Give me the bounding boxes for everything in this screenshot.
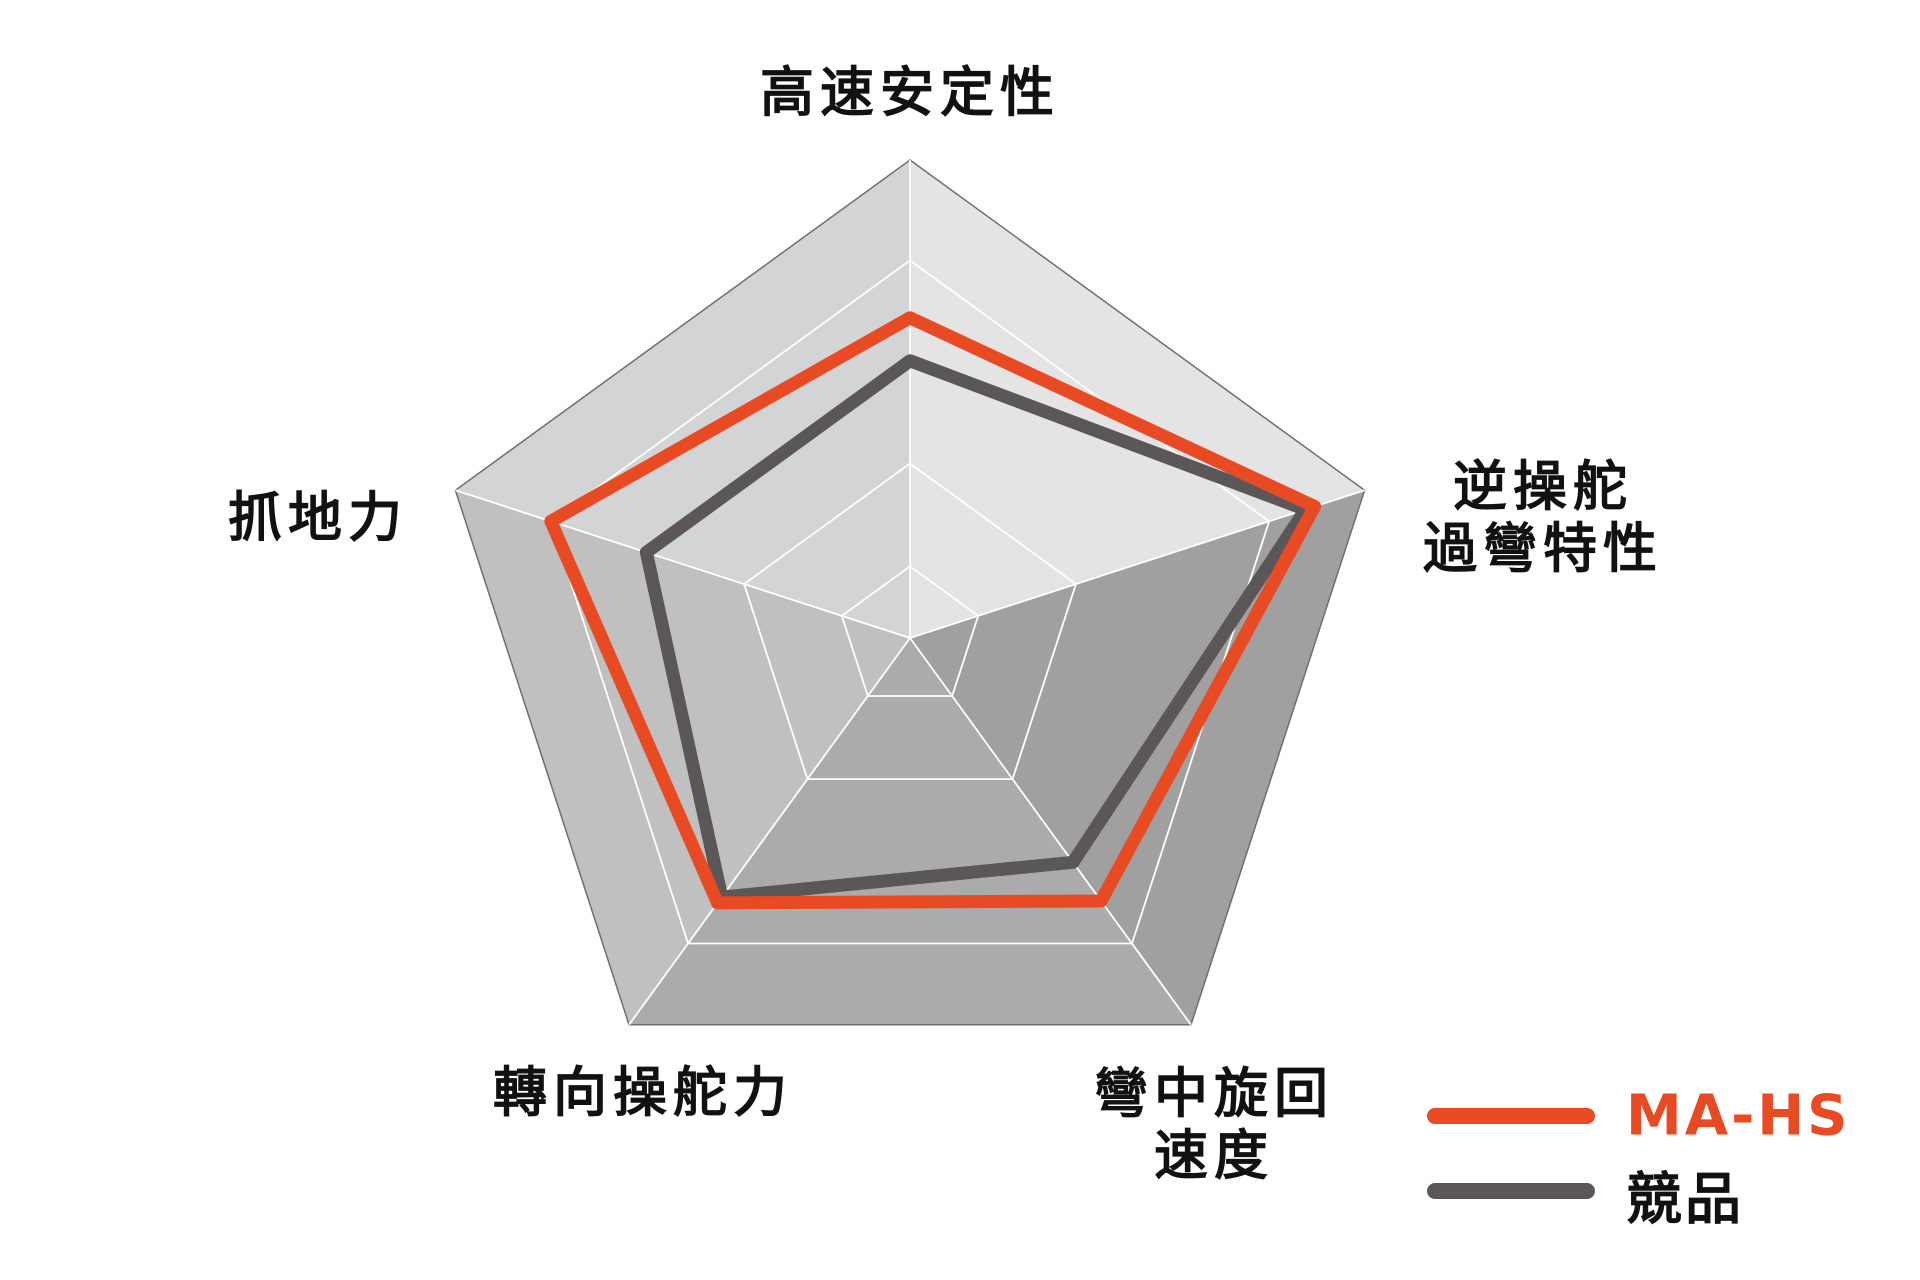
legend-swatch-competitor [1427,1183,1595,1199]
radar-axis-spoke [455,489,911,639]
radar-grid-ring [454,159,1366,1026]
axis-label-line: 高速安定性 [760,61,1060,124]
radar-sector [629,638,1191,1025]
radar-series-competitor [639,354,1313,904]
radar-axis-spoke [909,489,1365,639]
radar-grid-ring [743,462,1077,781]
legend-label-ma-hs: MA-HS [1626,1083,1851,1149]
axis-label-grip: 抓地力 [228,487,408,549]
axis-label-cornering-speed: 彎中旋回速度 [1094,1063,1334,1187]
radar-series-ma-hs [544,311,1322,910]
axis-label-steering-force: 轉向操舵力 [493,1062,793,1124]
axis-label-counter-steer: 逆操舵過彎特性 [1423,456,1663,580]
axis-label-line: 彎中旋回 [1094,1062,1334,1125]
axis-label-line: 逆操舵 [1453,455,1633,518]
axis-label-line: 速度 [1154,1124,1274,1187]
radar-axis-spoke [628,637,911,1026]
axis-label-line: 抓地力 [228,486,408,549]
radar-sector [910,160,1365,638]
radar-sector [455,490,910,1025]
radar-axis-spoke [909,637,1192,1026]
legend-label-competitor: 競品 [1626,1167,1744,1233]
legend-swatch-ma-hs [1427,1108,1595,1124]
radar-grid-ring [840,565,980,697]
axis-label-line: 過彎特性 [1423,517,1663,580]
axis-label-line: 轉向操舵力 [493,1061,793,1124]
axis-label-high-speed-stability: 高速安定性 [760,62,1060,124]
radar-sector [455,160,910,638]
